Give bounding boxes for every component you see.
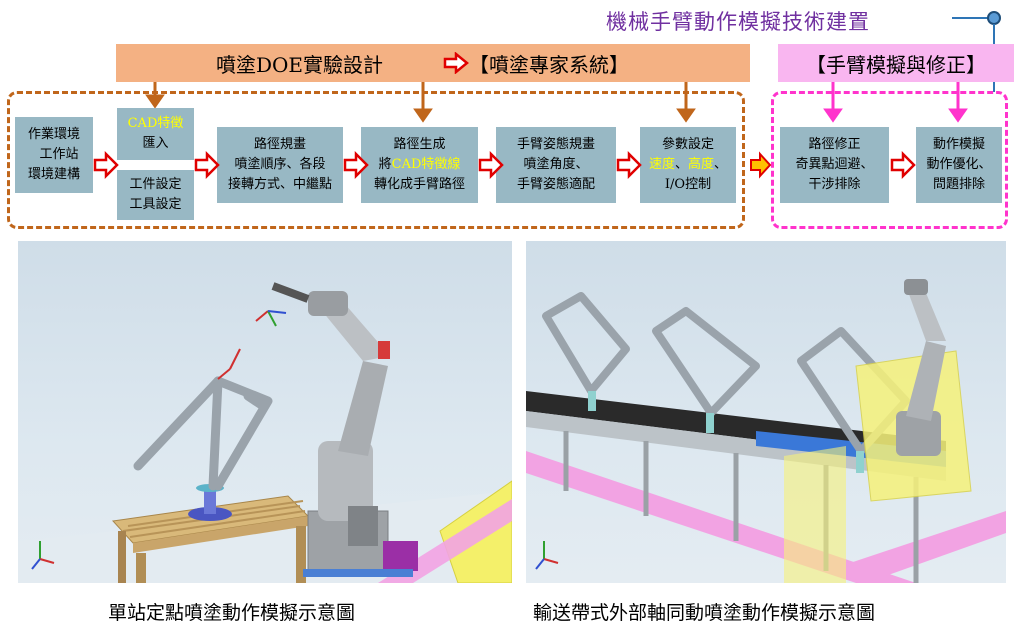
box-text: 匯入 <box>142 136 169 151</box>
conveyor-illustration <box>526 279 1006 583</box>
box-text: 轉化成手臂路徑 <box>373 177 465 192</box>
page-title: 機械手臂動作模擬技術建置 <box>606 10 870 34</box>
box-text-line: 將CAD特徵線 <box>379 155 461 175</box>
box-text: 、 <box>714 157 728 172</box>
box-text: 接轉方式、中繼點 <box>227 177 332 192</box>
arm-sim-container <box>771 91 1008 229</box>
box-text: 路徑生成 <box>393 137 446 152</box>
box-text: 作業環境 <box>27 127 80 142</box>
box-text-highlight: CAD特徵 <box>127 116 184 131</box>
box-text: 手臂姿態適配 <box>516 177 595 192</box>
box-text-highlight: 高度 <box>688 157 715 172</box>
box-cad-import: CAD特徵 匯入 <box>117 108 194 160</box>
band-down-arrows <box>145 82 968 123</box>
expert-system-container <box>7 91 745 229</box>
flow-arrows <box>93 151 916 179</box>
box-text: 環境建構 <box>27 167 80 182</box>
box-text-line: 速度、高度、 <box>649 155 727 175</box>
box-motion-simulation: 動作模擬 動作優化、 問題排除 <box>916 127 1002 203</box>
box-tool-setup: 工件設定 工具設定 <box>117 170 194 220</box>
band-label-expert: 【噴塗專家系統】 <box>469 52 630 77</box>
box-text: 路徑規畫 <box>253 137 306 152</box>
box-text: 手臂姿態規畫 <box>516 137 595 152</box>
box-text-highlight: CAD特徵線 <box>391 157 461 172</box>
band-label-arm: 【手臂模擬與修正】 <box>806 52 986 77</box>
box-text: 動作模擬 <box>932 137 985 152</box>
band-label-doe: 噴塗DOE實驗設計 <box>216 52 384 77</box>
caption-conveyor: 輸送帶式外部軸同動噴塗動作模擬示意圖 <box>533 602 876 624</box>
box-text: 問題排除 <box>932 177 985 192</box>
box-text: 工作站 <box>39 147 79 162</box>
box-text: I/O控制 <box>664 177 712 192</box>
box-parameter-setup: 參數設定 速度、高度、 I/O控制 <box>640 127 736 203</box>
single-station-illustration <box>18 282 512 583</box>
single-station-scene <box>18 241 512 583</box>
box-text: 參數設定 <box>661 137 714 152</box>
box-text: 將 <box>378 157 392 172</box>
box-text: 奇異點迴避、 <box>795 157 874 172</box>
hollow-arrow-icon <box>443 52 470 74</box>
box-text: 工件設定 <box>129 177 182 192</box>
box-text-highlight: 速度 <box>648 157 675 172</box>
box-text: 噴塗順序、各段 <box>234 157 326 172</box>
caption-single-station: 單站定點噴塗動作模擬示意圖 <box>108 602 356 624</box>
band-arm-sim: 【手臂模擬與修正】 <box>778 44 1014 82</box>
box-path-generation: 路徑生成 將CAD特徵線 轉化成手臂路徑 <box>361 127 478 203</box>
box-path-planning: 路徑規畫 噴塗順序、各段 接轉方式、中繼點 <box>217 127 343 203</box>
box-text: 動作優化、 <box>926 157 992 172</box>
box-text: 路徑修正 <box>808 137 861 152</box>
band-spray-doe: 噴塗DOE實驗設計 【噴塗專家系統】 <box>116 44 750 82</box>
box-text: 噴塗角度、 <box>523 157 589 172</box>
conveyor-scene <box>526 241 1006 583</box>
box-text: 工具設定 <box>129 197 182 212</box>
box-pose-planning: 手臂姿態規畫 噴塗角度、 手臂姿態適配 <box>496 127 616 203</box>
box-text: 干涉排除 <box>808 177 861 192</box>
box-text: 、 <box>674 157 688 172</box>
box-path-correction: 路徑修正 奇異點迴避、 干涉排除 <box>780 127 889 203</box>
box-work-environment: 作業環境 工作站 環境建構 <box>15 117 93 193</box>
